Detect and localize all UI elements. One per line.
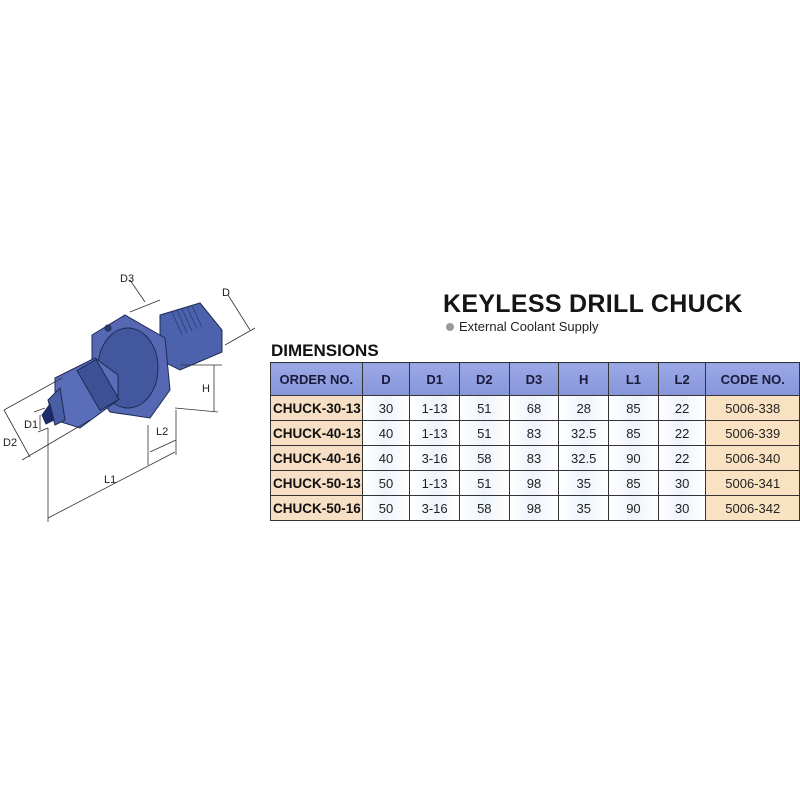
- subtitle-text: External Coolant Supply: [459, 319, 599, 334]
- value-cell: 28: [558, 395, 610, 421]
- code-no-cell: 5006-339: [705, 420, 800, 446]
- drill-chuck-drawing: D3 D H D1 D2 L2 L1: [3, 273, 256, 522]
- value-cell: 30: [657, 470, 707, 496]
- column-header: L2: [657, 362, 707, 396]
- order-no-cell: CHUCK-30-13: [270, 395, 363, 421]
- code-no-cell: 5006-341: [705, 470, 800, 496]
- label-h: H: [202, 383, 210, 395]
- column-header: D2: [458, 362, 510, 396]
- column-header: CODE NO.: [705, 362, 800, 396]
- value-cell: 1-13: [409, 470, 460, 496]
- label-l1: L1: [104, 474, 116, 486]
- value-cell: 83: [508, 420, 560, 446]
- value-cell: 50: [361, 470, 411, 496]
- code-no-cell: 5006-340: [705, 445, 800, 471]
- value-cell: 51: [458, 395, 510, 421]
- value-cell: 30: [361, 395, 411, 421]
- order-no-cell: CHUCK-50-16: [270, 495, 363, 521]
- code-no-cell: 5006-342: [705, 495, 800, 521]
- value-cell: 85: [608, 470, 659, 496]
- bullet-icon: [446, 323, 454, 331]
- dimension-lines: [3, 279, 256, 522]
- value-cell: 35: [558, 470, 610, 496]
- value-cell: 22: [657, 395, 707, 421]
- product-subtitle: External Coolant Supply: [446, 319, 598, 334]
- column-header: L1: [608, 362, 659, 396]
- value-cell: 35: [558, 495, 610, 521]
- column-header: D3: [508, 362, 560, 396]
- label-d1: D1: [24, 419, 38, 431]
- order-no-cell: CHUCK-40-13: [270, 420, 363, 446]
- column-header: D: [361, 362, 411, 396]
- order-no-cell: CHUCK-50-13: [270, 470, 363, 496]
- value-cell: 32.5: [558, 420, 610, 446]
- label-d2: D2: [3, 437, 17, 449]
- coolant-hole: [104, 324, 112, 332]
- column-header: D1: [409, 362, 460, 396]
- drill-bit: [41, 402, 55, 425]
- value-cell: 1-13: [409, 420, 460, 446]
- value-cell: 50: [361, 495, 411, 521]
- shank: [159, 302, 223, 371]
- value-cell: 68: [508, 395, 560, 421]
- value-cell: 85: [608, 395, 659, 421]
- code-no-cell: 5006-338: [705, 395, 800, 421]
- column-header: H: [558, 362, 610, 396]
- column-header: ORDER NO.: [270, 362, 363, 396]
- knurled-ring: [76, 358, 120, 412]
- value-cell: 58: [458, 445, 510, 471]
- value-cell: 90: [608, 445, 659, 471]
- dimensions-heading: DIMENSIONS: [271, 341, 379, 360]
- value-cell: 51: [458, 470, 510, 496]
- value-cell: 98: [508, 470, 560, 496]
- value-cell: 51: [458, 420, 510, 446]
- value-cell: 40: [361, 445, 411, 471]
- value-cell: 3-16: [409, 495, 460, 521]
- value-cell: 98: [508, 495, 560, 521]
- value-cell: 90: [608, 495, 659, 521]
- order-no-cell: CHUCK-40-16: [270, 445, 363, 471]
- value-cell: 22: [657, 420, 707, 446]
- label-d: D: [222, 287, 230, 299]
- label-d3: D3: [120, 273, 134, 285]
- shank-teeth: [171, 305, 203, 336]
- label-l2: L2: [156, 426, 168, 438]
- value-cell: 85: [608, 420, 659, 446]
- value-cell: 22: [657, 445, 707, 471]
- product-title: KEYLESS DRILL CHUCK: [443, 290, 743, 318]
- value-cell: 3-16: [409, 445, 460, 471]
- value-cell: 30: [657, 495, 707, 521]
- value-cell: 32.5: [558, 445, 610, 471]
- value-cell: 40: [361, 420, 411, 446]
- value-cell: 83: [508, 445, 560, 471]
- value-cell: 58: [458, 495, 510, 521]
- value-cell: 1-13: [409, 395, 460, 421]
